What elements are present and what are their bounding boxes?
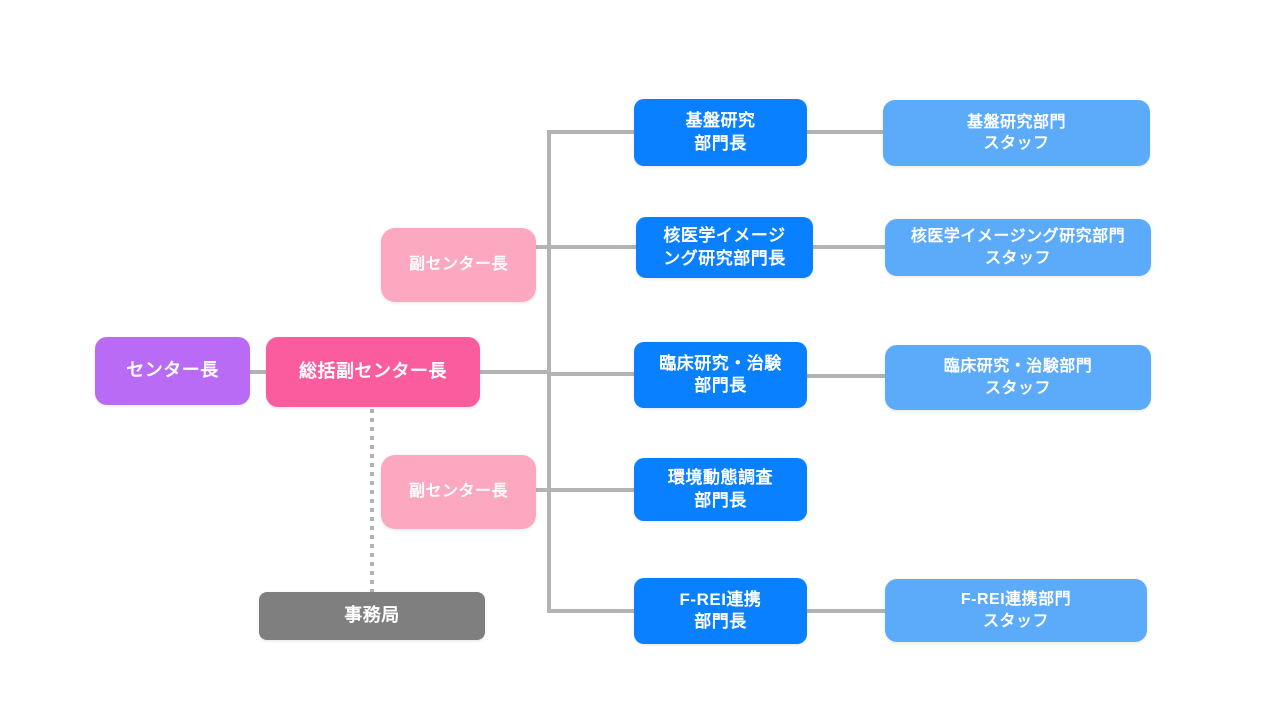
connector-trunk-to-head-2 [547, 245, 636, 249]
node-department-head-4[interactable]: 環境動態調査 部門長 [634, 458, 807, 521]
connector-exec-deputy-to-trunk [478, 370, 549, 374]
node-department-head-3[interactable]: 臨床研究・治験 部門長 [634, 342, 807, 408]
node-office[interactable]: 事務局 [259, 592, 485, 640]
connector-center-to-exec-deputy [248, 370, 273, 374]
node-deputy-upper[interactable]: 副センター長 [381, 228, 536, 302]
connector-dotted-exec-deputy-to-office [370, 409, 374, 594]
connector-trunk-to-head-5 [547, 609, 636, 613]
node-department-head-2[interactable]: 核医学イメージ ング研究部門長 [636, 217, 813, 278]
connector-trunk-to-head-3 [547, 372, 636, 376]
connector-head-2-to-staff-2 [810, 245, 888, 249]
node-center-director[interactable]: センター長 [95, 337, 250, 405]
node-department-head-1[interactable]: 基盤研究 部門長 [634, 99, 807, 166]
connector-deputy-upper-to-trunk [534, 245, 549, 249]
connector-trunk-to-head-1 [547, 130, 636, 134]
node-executive-deputy[interactable]: 総括副センター長 [266, 337, 480, 407]
connector-head-1-to-staff-1 [805, 130, 890, 134]
connector-head-3-to-staff-3 [805, 374, 890, 378]
node-department-head-5[interactable]: F-REI連携 部門長 [634, 578, 807, 644]
connector-trunk-to-head-4 [547, 488, 636, 492]
node-department-staff-1[interactable]: 基盤研究部門 スタッフ [883, 100, 1150, 166]
node-department-staff-2[interactable]: 核医学イメージング研究部門 スタッフ [885, 219, 1151, 276]
connector-vertical-trunk [547, 130, 551, 613]
node-department-staff-3[interactable]: 臨床研究・治験部門 スタッフ [885, 345, 1151, 410]
node-deputy-lower[interactable]: 副センター長 [381, 455, 536, 529]
node-department-staff-5[interactable]: F-REI連携部門 スタッフ [885, 579, 1147, 642]
connector-deputy-lower-to-trunk [534, 488, 549, 492]
connector-head-5-to-staff-5 [805, 609, 890, 613]
